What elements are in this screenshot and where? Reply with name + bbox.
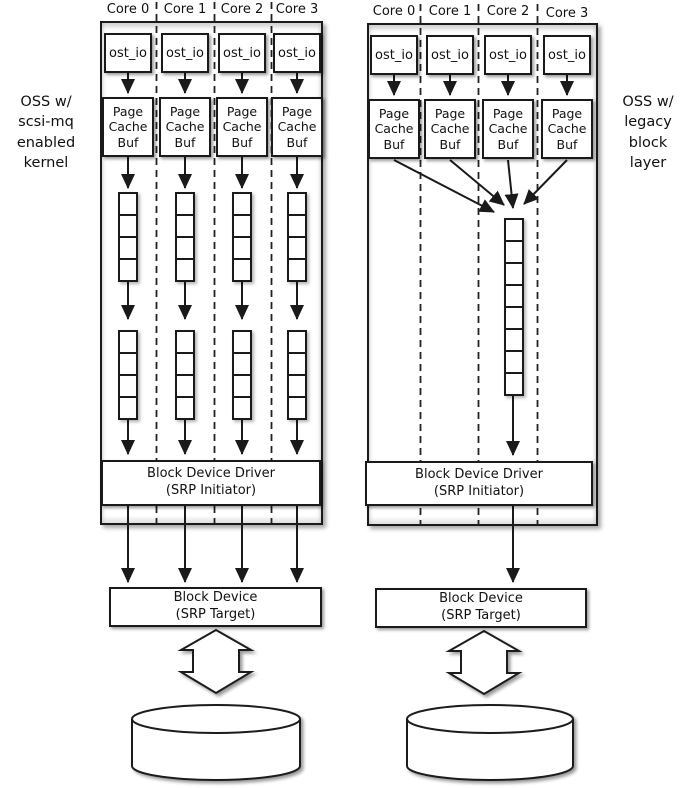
- left-panel-caption: OSS w/ scsi-mq enabled kernel: [16, 94, 76, 171]
- core-separator-dashes-right: [419, 4, 539, 524]
- ost-io-box: ost_io: [273, 33, 321, 73]
- software-queue: [175, 192, 195, 282]
- page-cache-buf-box: Page Cache Buf: [424, 99, 476, 159]
- page-cache-buf-box: Page Cache Buf: [482, 99, 534, 159]
- shared-request-queue: [504, 218, 524, 396]
- block-device-box: Block Device (SRP Target): [109, 587, 322, 627]
- ost-io-box: ost_io: [104, 33, 152, 73]
- disk-cylinder-icon: [131, 704, 301, 781]
- core-label: Core 0: [372, 4, 416, 19]
- disk-cylinder-icon: [406, 704, 574, 781]
- page-cache-buf-box: Page Cache Buf: [368, 99, 420, 159]
- software-queue: [232, 192, 252, 282]
- bidirectional-arrow-icon: [177, 628, 255, 695]
- software-queue: [287, 192, 307, 282]
- right-panel-caption: OSS w/ legacy block layer: [622, 94, 674, 171]
- hardware-queue: [118, 330, 138, 420]
- core-label: Core 2: [486, 4, 530, 19]
- flow-arrows-right: [387, 75, 574, 583]
- ost-io-box: ost_io: [543, 35, 591, 75]
- page-cache-buf-box: Page Cache Buf: [102, 97, 154, 157]
- block-device-driver-box: Block Device Driver (SRP Initiator): [365, 461, 593, 506]
- ost-io-box: ost_io: [484, 35, 532, 75]
- block-device-driver-box: Block Device Driver (SRP Initiator): [101, 460, 321, 506]
- page-cache-buf-box: Page Cache Buf: [271, 97, 323, 157]
- flow-arrows-left: [121, 73, 304, 583]
- ost-io-box: ost_io: [370, 35, 418, 75]
- core-label: Core 2: [220, 2, 264, 17]
- page-cache-buf-box: Page Cache Buf: [541, 99, 593, 159]
- hardware-queue: [232, 330, 252, 420]
- core-label: Core 3: [275, 2, 319, 17]
- ost-io-box: ost_io: [161, 33, 209, 73]
- ost-io-box: ost_io: [218, 33, 266, 73]
- page-cache-buf-box: Page Cache Buf: [159, 97, 211, 157]
- hardware-queue: [287, 330, 307, 420]
- core-label: Core 1: [428, 4, 472, 19]
- core-separator-dashes-left: [155, 2, 273, 523]
- software-queue: [118, 192, 138, 282]
- core-label: Core 0: [106, 2, 150, 17]
- block-device-box: Block Device (SRP Target): [375, 588, 587, 628]
- bidirectional-arrow-icon: [445, 629, 523, 696]
- hardware-queue: [175, 330, 195, 420]
- page-cache-buf-box: Page Cache Buf: [216, 97, 268, 157]
- core-label: Core 3: [545, 6, 589, 21]
- core-label: Core 1: [163, 2, 207, 17]
- ost-io-box: ost_io: [426, 35, 474, 75]
